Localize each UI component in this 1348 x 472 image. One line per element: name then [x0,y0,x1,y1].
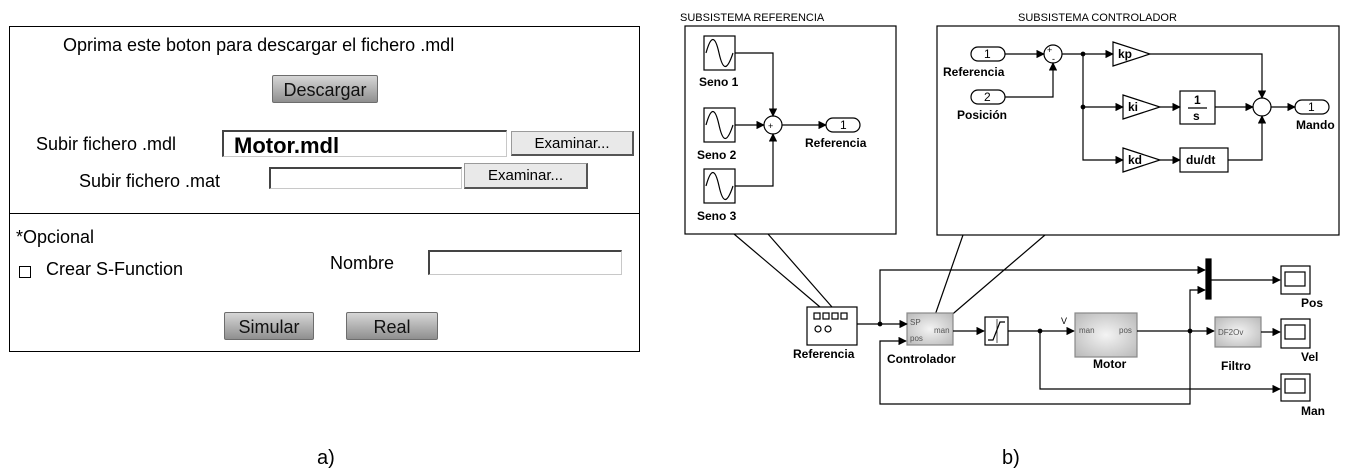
ctrl-out-number: 1 [1308,100,1315,114]
outport-block [825,117,861,133]
name-field[interactable] [428,250,622,275]
sum-sign: + [1047,45,1052,55]
ctrl-port-man: man [934,326,950,335]
branch-point [1080,104,1086,110]
upload-mdl-value: Motor.mdl [234,133,340,158]
ref-subsystem-frame [684,25,897,235]
integrator-den: s [1193,109,1200,123]
ctrl-callout-line [933,234,964,319]
signal-line [879,331,1191,405]
ctrl-in2-number: 2 [984,90,991,104]
referencia-icon [813,312,848,333]
simulate-button[interactable]: Simular [224,312,314,340]
filtro-block[interactable] [1214,316,1262,348]
mux-block[interactable] [1205,258,1212,300]
scope-pos-block[interactable] [1280,265,1311,295]
gain-kp-label: kp [1118,47,1132,61]
signal-line [1189,285,1206,331]
ctrl-subsystem-title: SUBSISTEMA CONTROLADOR [1018,12,1177,24]
signal-line [1039,331,1281,394]
upload-mdl-field[interactable]: Motor.mdl [222,130,507,158]
integrator-num: 1 [1194,93,1201,107]
ctrl-in1-number: 1 [984,47,991,61]
ref-out-number: 1 [840,118,847,132]
download-button[interactable]: Descargar [272,75,378,103]
ctrl-in1-label: Referencia [943,65,1005,79]
ctrl-subsystem-frame [936,25,1340,236]
derivative-label: du/dt [1186,153,1215,167]
signal-line [1150,53,1267,99]
s-function-checkbox[interactable] [19,266,31,278]
form-divider [10,213,639,214]
sine-wave-icon [705,110,734,140]
gain-ki-label: ki [1128,100,1138,114]
ctrl-port-pos: pos [910,334,923,343]
optional-label: *Opcional [16,227,95,247]
sine-wave-icon [705,171,734,201]
ctrl-in2-label: Posición [957,108,1007,122]
browse-mat-button[interactable]: Examinar... [464,163,588,189]
sine2-label: Seno 2 [697,148,737,162]
motor-label: Motor [1093,357,1127,371]
branch-point [1080,51,1086,57]
name-label: Nombre [330,253,395,273]
gain-ki-block [1122,94,1162,120]
ref-callout-line [733,233,821,308]
motor-block[interactable] [1074,312,1138,358]
signal-line [1082,54,1124,165]
ctrl-port-sp: SP [910,318,921,327]
saturation-icon [988,321,1005,341]
controlador-block[interactable] [906,312,954,346]
controlador-label: Controlador [887,352,956,366]
form-panel: Oprima este boton para descargar el fich… [9,26,640,352]
scope-vel-block[interactable] [1280,318,1311,349]
download-prompt: Oprima este boton para descargar el fich… [63,35,455,55]
upload-mdl-label: Subir fichero .mdl [36,134,177,154]
sum-sign: - [1052,54,1055,64]
checkbox-label: Crear S-Function [46,259,184,279]
scope-pos-label: Pos [1301,296,1323,310]
referencia-block[interactable] [806,306,858,346]
motor-port-man: man [1079,326,1095,335]
real-button[interactable]: Real [346,312,438,340]
caption-b: b) [1002,447,1020,469]
signal-line [1228,115,1267,161]
scope-man-block[interactable] [1280,373,1311,402]
browse-mdl-button[interactable]: Examinar... [511,131,634,156]
signal-line [879,265,1206,324]
sine-wave-icon [705,38,734,68]
signal-line [735,133,778,187]
ref-out-label: Referencia [805,136,867,150]
ref-subsystem-title: SUBSISTEMA REFERENCIA [680,12,825,24]
signal-line [735,52,778,117]
branch-point [1037,328,1043,334]
signal-v-label: V [1061,316,1067,326]
sine3-label: Seno 3 [697,209,737,223]
upload-mat-field[interactable] [269,167,462,189]
scope-man-label: Man [1301,404,1325,418]
branch-point [877,321,883,327]
outport-block [1294,99,1330,115]
upload-mat-label: Subir fichero .mat [79,171,221,191]
ctrl-out-label: Mando [1296,118,1335,132]
motor-port-pos: pos [1119,326,1132,335]
filtro-text: DF2Ov [1218,328,1243,337]
filtro-label: Filtro [1221,359,1251,373]
ref-sum-signs: + [768,121,773,131]
referencia-label: Referencia [793,347,855,361]
signal-line [1005,62,1058,98]
sine1-label: Seno 1 [699,75,739,89]
gain-kd-label: kd [1128,153,1142,167]
scope-vel-label: Vel [1301,350,1318,364]
caption-a: a) [317,447,335,469]
gain-kp-block [1112,41,1152,67]
ref-callout-line [767,233,833,308]
gain-kd-block [1122,147,1162,173]
ctrl-callout-line [947,234,1046,319]
sum-block [1252,97,1272,117]
